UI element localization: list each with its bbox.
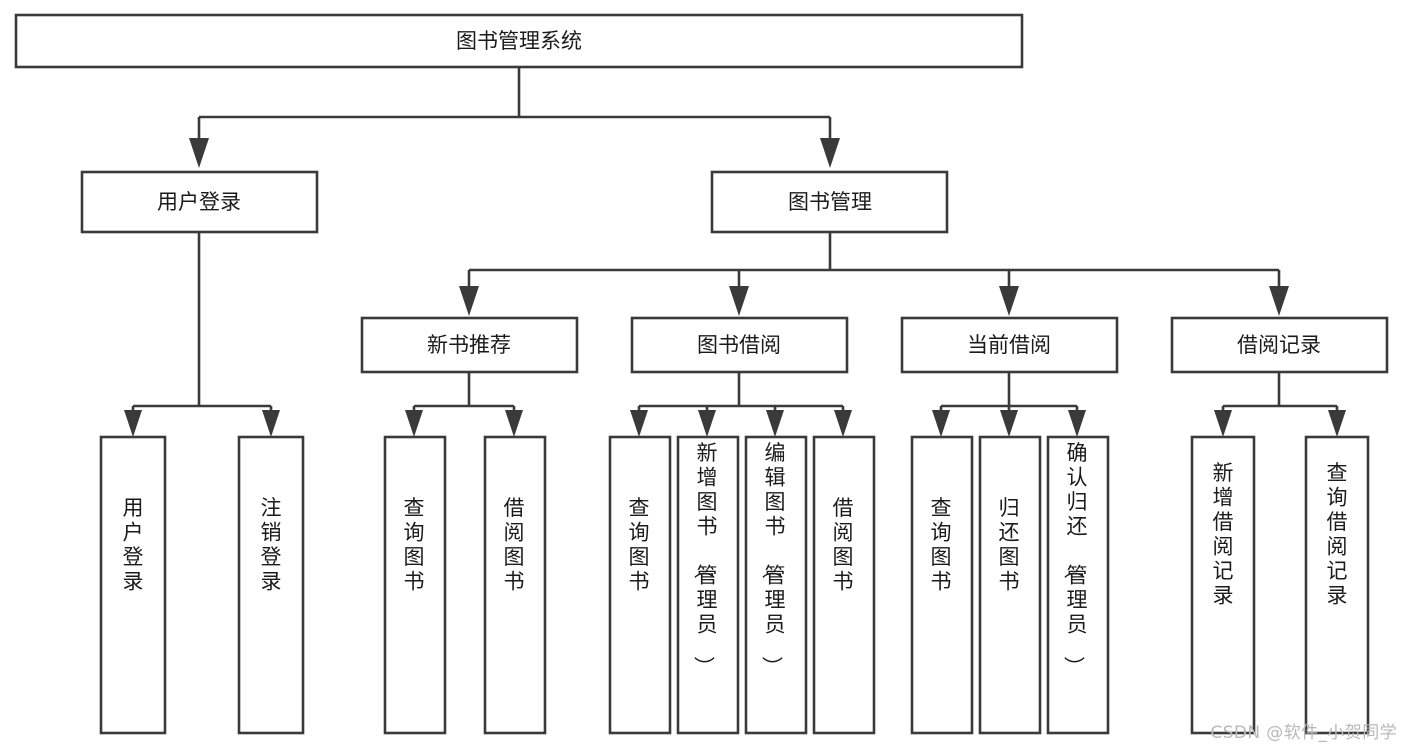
node-leaf-query-book-1[interactable]: 查询图书 <box>383 435 447 735</box>
node-leaf-borrow-book-1-label: 借阅图书 <box>504 496 525 594</box>
arrowhead-leaf-borrow-book-1 <box>505 410 523 437</box>
node-new-book-recommend-box[interactable] <box>360 316 579 374</box>
arrowhead-new-book-recommend <box>459 286 479 316</box>
arrowhead-current-borrow <box>999 286 1019 316</box>
node-new-book-recommend[interactable]: 新书推荐 <box>360 316 579 374</box>
node-leaf-query-book-2[interactable]: 查询图书 <box>608 435 672 735</box>
node-leaf-borrow-book-1-box[interactable] <box>483 435 547 735</box>
node-leaf-query-book-1-box[interactable] <box>383 435 447 735</box>
node-leaf-confirm-return-box[interactable] <box>1046 435 1110 735</box>
node-user-login-box[interactable] <box>80 170 319 234</box>
node-new-book-recommend-label: 新书推荐 <box>427 333 511 357</box>
node-leaf-query-record[interactable]: 查询借阅记录 <box>1304 435 1370 735</box>
node-leaf-add-record-box[interactable] <box>1190 435 1256 735</box>
node-leaf-confirm-return-label: 确认归还（管理员） <box>1062 441 1088 677</box>
connector-group-current-borrow <box>932 372 1086 437</box>
node-book-borrow-label: 图书借阅 <box>697 333 781 357</box>
node-leaf-borrow-book-2[interactable]: 借阅图书 <box>812 435 876 735</box>
arrowhead-leaf-add-record <box>1214 410 1232 437</box>
arrowhead-leaf-query-record <box>1328 410 1346 437</box>
arrowhead-leaf-confirm-return <box>1068 410 1086 437</box>
node-leaf-user-logout-box[interactable] <box>237 435 305 735</box>
node-user-login-label: 用户登录 <box>157 190 241 214</box>
connector-group-root <box>189 67 840 168</box>
node-current-borrow[interactable]: 当前借阅 <box>900 316 1119 374</box>
arrowhead-leaf-query-book-1 <box>405 410 423 437</box>
node-leaf-user-logout-label: 注销登录 <box>261 496 282 594</box>
csdn-watermark: CSDN @软件_小贺同学 <box>1210 723 1397 743</box>
node-book-manage[interactable]: 图书管理 <box>710 170 949 234</box>
node-leaf-query-record-label: 查询借阅记录 <box>1327 461 1348 608</box>
arrowhead-leaf-query-book-3 <box>932 410 950 437</box>
node-book-borrow[interactable]: 图书借阅 <box>630 316 849 374</box>
arrowhead-leaf-return-book <box>1000 410 1018 437</box>
connector-group-book-borrow <box>630 372 852 437</box>
node-leaf-return-book-label: 归还图书 <box>999 496 1020 594</box>
node-leaf-user-login-box[interactable] <box>99 435 167 735</box>
node-current-borrow-label: 当前借阅 <box>967 333 1051 357</box>
arrowhead-leaf-borrow-book-2 <box>834 410 852 437</box>
connector-group-new-book-recommend <box>405 372 523 437</box>
node-leaf-edit-book[interactable]: 编辑图书（管理员） <box>744 435 808 735</box>
node-borrow-record[interactable]: 借阅记录 <box>1170 316 1389 374</box>
arrowhead-leaf-query-book-2 <box>630 410 648 437</box>
node-leaf-query-book-3-box[interactable] <box>910 435 974 735</box>
node-leaf-borrow-book-1[interactable]: 借阅图书 <box>483 435 547 735</box>
node-leaf-edit-book-label: 编辑图书（管理员） <box>760 441 786 677</box>
node-leaf-query-book-1-label: 查询图书 <box>404 496 425 594</box>
node-book-manage-label: 图书管理 <box>788 190 872 214</box>
arrowhead-user-login <box>189 138 209 168</box>
node-leaf-query-book-2-box[interactable] <box>608 435 672 735</box>
node-current-borrow-box[interactable] <box>900 316 1119 374</box>
connector-group-book-manage <box>459 232 1289 316</box>
node-leaf-return-book[interactable]: 归还图书 <box>978 435 1042 735</box>
node-borrow-record-box[interactable] <box>1170 316 1389 374</box>
node-leaf-edit-book-box[interactable] <box>744 435 808 735</box>
node-user-login[interactable]: 用户登录 <box>80 170 319 234</box>
node-leaf-borrow-book-2-label: 借阅图书 <box>833 496 854 594</box>
node-leaf-borrow-book-2-box[interactable] <box>812 435 876 735</box>
arrowhead-leaf-user-login <box>124 410 142 437</box>
node-leaf-add-record[interactable]: 新增借阅记录 <box>1190 435 1256 735</box>
node-leaf-return-book-box[interactable] <box>978 435 1042 735</box>
node-leaf-user-login[interactable]: 用户登录 <box>99 435 167 735</box>
connector-group-borrow-record <box>1214 372 1346 437</box>
node-leaf-add-book-label: 新增图书（管理员） <box>692 441 718 677</box>
arrowhead-book-borrow <box>729 286 749 316</box>
node-root-box[interactable] <box>14 13 1024 69</box>
arrowhead-leaf-add-book <box>698 410 716 437</box>
node-leaf-add-book-box[interactable] <box>676 435 740 735</box>
node-book-manage-box[interactable] <box>710 170 949 234</box>
node-leaf-query-book-3-label: 查询图书 <box>931 496 952 594</box>
arrowhead-book-manage <box>820 138 840 168</box>
node-book-borrow-box[interactable] <box>630 316 849 374</box>
node-root[interactable]: 图书管理系统 <box>14 13 1024 69</box>
arrowhead-leaf-user-logout <box>262 410 280 437</box>
node-leaf-add-record-label: 新增借阅记录 <box>1213 461 1234 608</box>
node-leaf-query-book-3[interactable]: 查询图书 <box>910 435 974 735</box>
arrowhead-leaf-edit-book <box>766 410 784 437</box>
connector-group-user-login <box>124 232 280 437</box>
arrowhead-borrow-record <box>1269 286 1289 316</box>
node-leaf-query-book-2-label: 查询图书 <box>629 496 650 594</box>
node-borrow-record-label: 借阅记录 <box>1237 333 1321 357</box>
node-root-label: 图书管理系统 <box>456 29 582 53</box>
node-leaf-add-book[interactable]: 新增图书（管理员） <box>676 435 740 735</box>
node-leaf-query-record-box[interactable] <box>1304 435 1370 735</box>
node-leaf-user-login-label: 用户登录 <box>123 496 144 594</box>
node-leaf-confirm-return[interactable]: 确认归还（管理员） <box>1046 435 1110 735</box>
node-leaf-user-logout[interactable]: 注销登录 <box>237 435 305 735</box>
